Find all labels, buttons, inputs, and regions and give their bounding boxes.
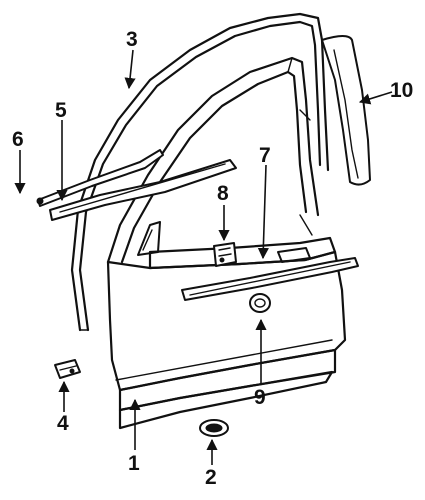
callout-8: 8 <box>217 182 229 205</box>
callout-10: 10 <box>390 79 413 102</box>
lock-cylinder <box>213 242 237 267</box>
door-window-frame <box>106 56 320 264</box>
callout-4: 4 <box>57 412 69 435</box>
leader-10 <box>358 91 393 105</box>
callout-9: 9 <box>254 386 266 409</box>
drain-plug <box>199 419 229 437</box>
callout-7: 7 <box>259 144 271 167</box>
door-shell <box>106 250 347 430</box>
callout-5: 5 <box>55 99 67 122</box>
callout-1: 1 <box>128 452 140 475</box>
pillar-molding <box>321 35 371 186</box>
leader-7 <box>257 164 269 260</box>
callout-2: 2 <box>205 466 217 489</box>
leader-lines <box>14 49 393 465</box>
belt-molding <box>49 159 237 221</box>
callout-labels: 3 10 5 6 7 8 9 4 1 2 <box>12 28 413 489</box>
door-hinge <box>54 359 81 379</box>
grommet <box>249 293 271 313</box>
mirror-sail <box>137 221 161 256</box>
leader-3 <box>124 49 136 90</box>
callout-3: 3 <box>126 28 138 51</box>
side-molding <box>181 257 359 301</box>
callout-6: 6 <box>12 128 24 151</box>
